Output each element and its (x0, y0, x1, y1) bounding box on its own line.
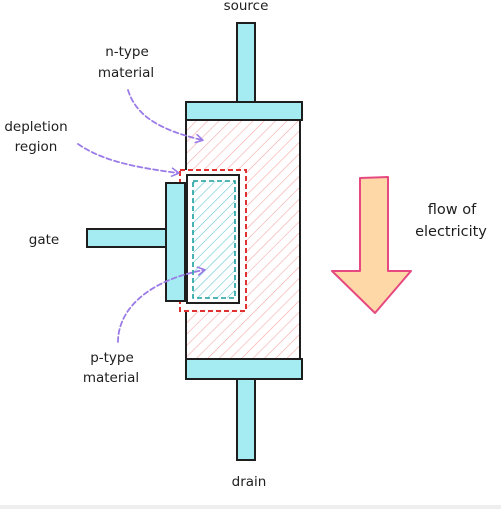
depletion-label-line1: depletion (4, 119, 67, 135)
gate-label: gate (29, 232, 59, 248)
bottom-divider (0, 505, 501, 509)
n-type-label-line1: n-type (105, 44, 149, 60)
drain-lead (236, 377, 256, 461)
p-type-label-line2: material (83, 370, 139, 386)
source-plate (185, 101, 303, 121)
p-type-label-line1: p-type (90, 350, 134, 366)
flow-label-line1: flow of (428, 202, 477, 218)
n-type-label-line2: material (98, 65, 154, 81)
gate-lead (86, 228, 167, 248)
source-lead (236, 22, 256, 104)
flow-label-line2: electricity (415, 224, 487, 240)
source-label: source (224, 0, 269, 14)
drain-label: drain (232, 474, 267, 490)
depletion-pointer-arrow (77, 143, 180, 177)
n-type-pointer-arrow (127, 89, 204, 144)
arrow-down-icon (331, 176, 412, 314)
gate-plate (165, 182, 186, 302)
depletion-label-line2: region (15, 139, 58, 155)
p-type-pointer-arrow (117, 266, 206, 343)
p-type-hatch (192, 180, 236, 299)
drain-plate (185, 358, 303, 380)
